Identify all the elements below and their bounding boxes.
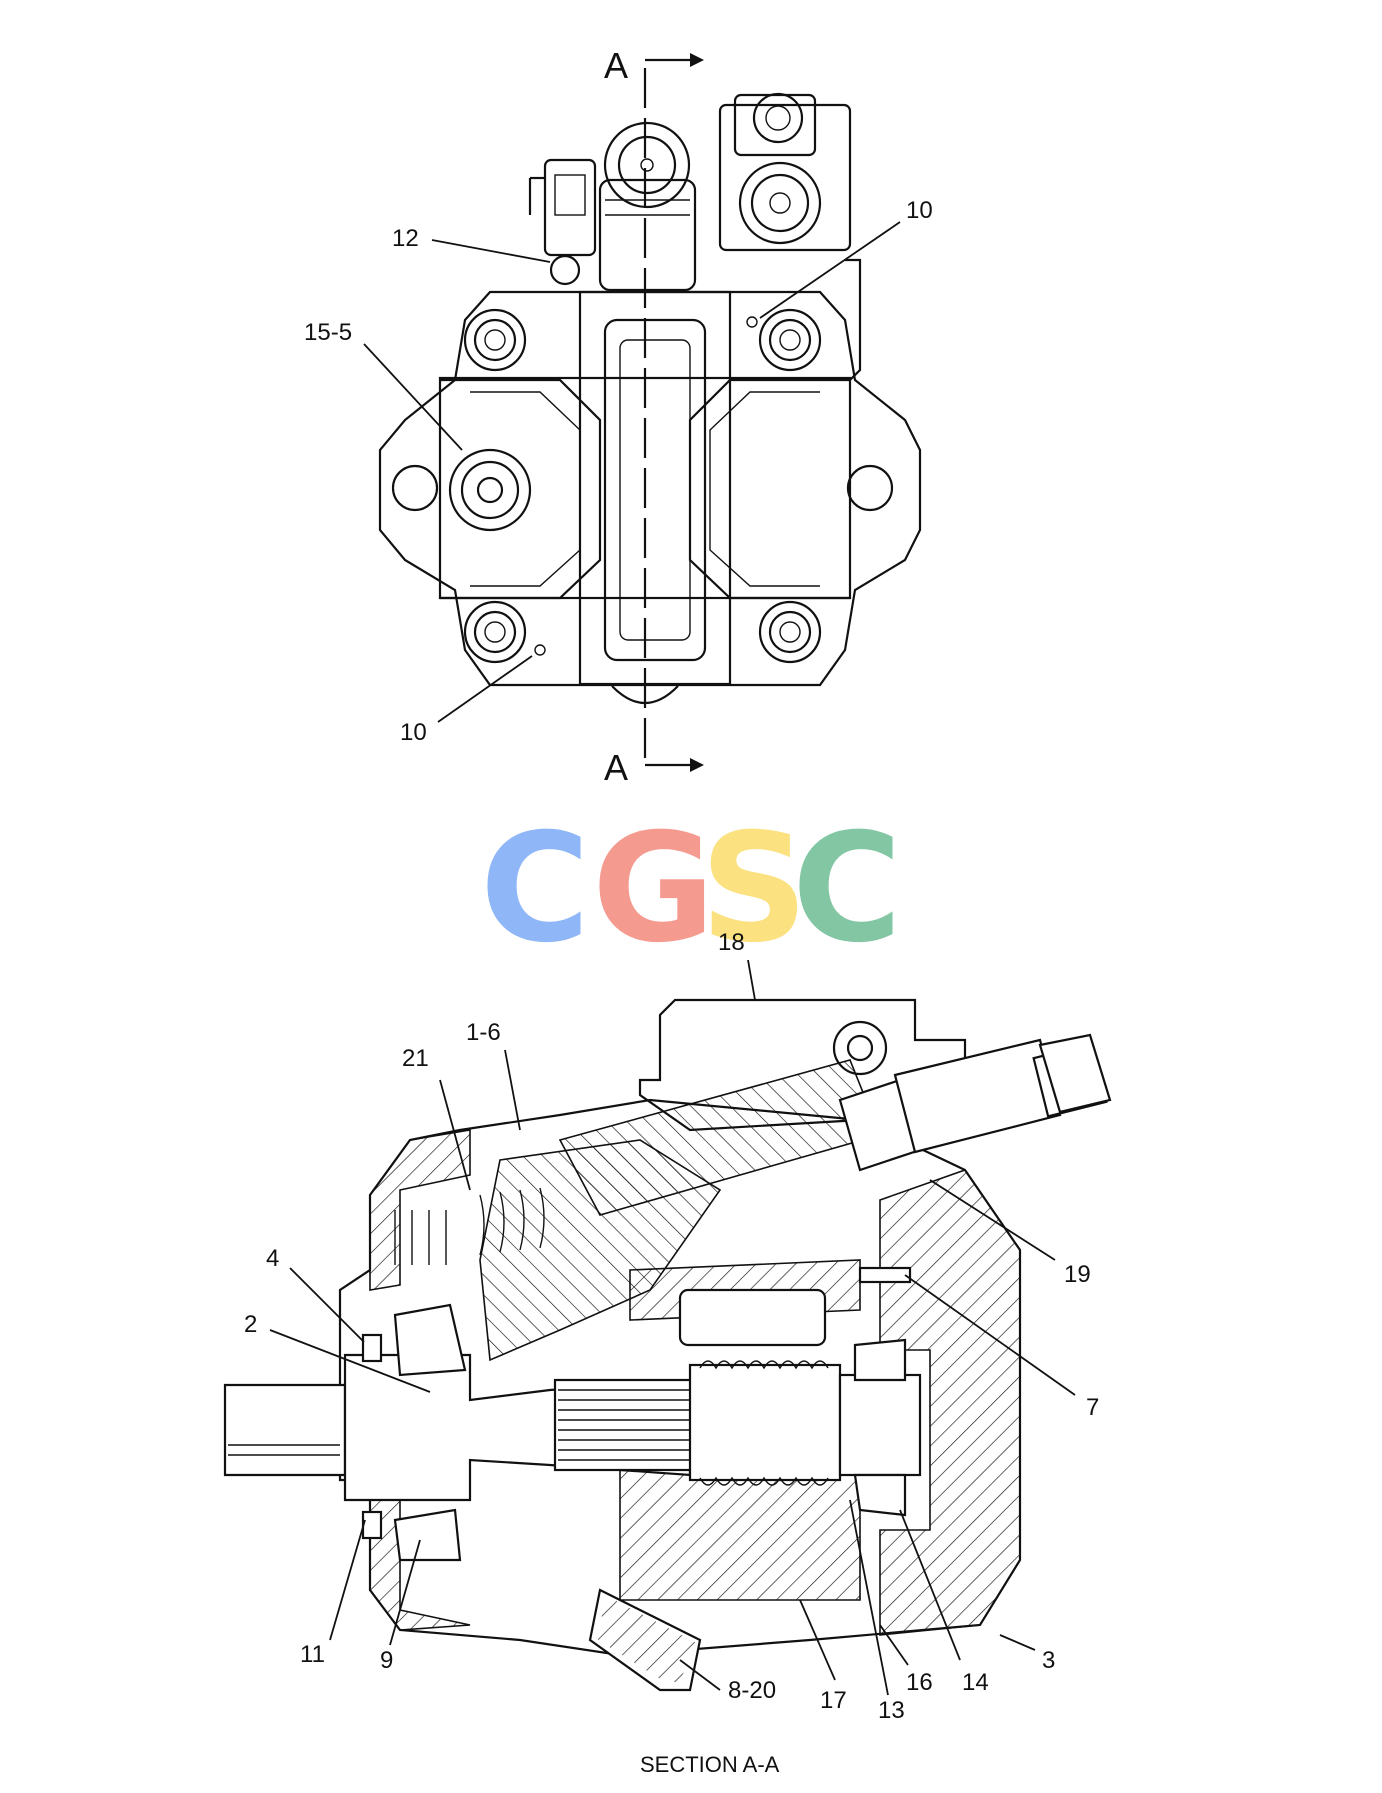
bolt-top-left bbox=[463, 308, 527, 372]
return-springs-right bbox=[479, 1187, 545, 1256]
connector-left bbox=[528, 158, 597, 286]
bolt-bottom-left bbox=[463, 600, 527, 664]
callout-2: 2 bbox=[244, 1311, 257, 1338]
leader-7 bbox=[904, 1274, 1076, 1396]
callout-7: 7 bbox=[1086, 1394, 1099, 1421]
side-port-right bbox=[688, 378, 850, 600]
pin-7 bbox=[858, 1266, 912, 1284]
return-springs-left bbox=[394, 1210, 447, 1265]
pin-top-right bbox=[746, 316, 758, 328]
watermark-letter-1: C bbox=[480, 802, 590, 976]
leader-14 bbox=[899, 1509, 961, 1661]
rear-bearing-race bbox=[838, 1373, 922, 1477]
piston bbox=[678, 1288, 827, 1347]
spline-lines bbox=[558, 1389, 692, 1461]
leader-13 bbox=[849, 1499, 889, 1696]
center-port-inner bbox=[603, 318, 707, 662]
leader-15-5 bbox=[363, 343, 463, 451]
relief-valve-top-right bbox=[718, 92, 852, 252]
leader-16 bbox=[879, 1624, 909, 1666]
callout-12: 12 bbox=[392, 225, 419, 252]
end-cover bbox=[879, 1169, 1021, 1636]
watermark-letter-2: G bbox=[592, 802, 715, 976]
valve-bracket bbox=[845, 258, 862, 381]
front-bearing-top bbox=[393, 1303, 467, 1377]
callout-21: 21 bbox=[402, 1045, 429, 1072]
callout-13: 13 bbox=[878, 1697, 905, 1724]
section-marker-bottom: A bbox=[604, 747, 628, 788]
leader-4 bbox=[289, 1267, 365, 1343]
leader-11 bbox=[329, 1519, 366, 1641]
center-port-block bbox=[578, 290, 732, 686]
barrel-spring-bottom bbox=[699, 1476, 829, 1486]
leader-8-20 bbox=[679, 1659, 721, 1691]
leader-2 bbox=[269, 1329, 431, 1393]
solenoid-connector bbox=[1038, 1033, 1112, 1114]
barrel-spring-top bbox=[699, 1360, 829, 1370]
top-view: A A bbox=[304, 45, 933, 788]
seal-top bbox=[361, 1333, 383, 1363]
end-plate bbox=[438, 376, 852, 600]
watermark-logo: C G S C bbox=[480, 802, 902, 976]
mount-hole-left bbox=[391, 464, 439, 512]
watermark-letter-4: C bbox=[792, 802, 902, 976]
callout-10-top: 10 bbox=[906, 197, 933, 224]
side-port-left bbox=[440, 378, 602, 600]
arrow-head-top bbox=[690, 53, 704, 67]
mount-hole-right bbox=[846, 464, 894, 512]
leader-17 bbox=[799, 1599, 836, 1681]
leader-1-6 bbox=[504, 1049, 521, 1131]
section-marker-top: A bbox=[604, 45, 628, 86]
solenoid-top bbox=[598, 121, 697, 292]
callout-19: 19 bbox=[1064, 1261, 1091, 1288]
section-caption: SECTION A-A bbox=[640, 1752, 780, 1777]
shaft-dome bbox=[611, 685, 679, 705]
callout-18: 18 bbox=[718, 929, 745, 956]
rear-bearing-bottom bbox=[853, 1473, 907, 1517]
bolt-top-right bbox=[758, 308, 822, 372]
callout-11: 11 bbox=[300, 1641, 325, 1668]
callout-8-20: 8-20 bbox=[728, 1677, 776, 1704]
callout-14: 14 bbox=[962, 1669, 989, 1696]
pin-bottom-left bbox=[534, 644, 546, 656]
callout-3: 3 bbox=[1042, 1647, 1055, 1674]
callout-9: 9 bbox=[380, 1647, 393, 1674]
front-bearing-bottom bbox=[393, 1508, 462, 1562]
leader-19 bbox=[929, 1179, 1056, 1261]
leader-18 bbox=[747, 959, 756, 1001]
leader-21 bbox=[439, 1079, 471, 1191]
side-port-left-inner bbox=[470, 391, 581, 587]
section-view: SECTION A-A 18 21 1-6 4 2 19 7 11 9 8-20… bbox=[223, 929, 1112, 1777]
arrow-head-bottom bbox=[690, 758, 704, 772]
solenoid-body bbox=[893, 1038, 1062, 1154]
housing-wall-top-left bbox=[369, 1129, 471, 1291]
input-shaft-stub bbox=[223, 1383, 347, 1477]
port-plug-left bbox=[448, 448, 532, 532]
shaft-spline bbox=[553, 1378, 697, 1472]
leader-12 bbox=[431, 239, 551, 263]
callout-15-5: 15-5 bbox=[304, 319, 352, 346]
bolt-bottom-right bbox=[758, 600, 822, 664]
leader-3 bbox=[999, 1634, 1036, 1651]
housing-outline bbox=[378, 290, 922, 687]
leader-9 bbox=[389, 1539, 421, 1646]
control-plug bbox=[832, 1020, 888, 1076]
callout-1-6: 1-6 bbox=[466, 1019, 501, 1046]
barrel-bore bbox=[688, 1363, 842, 1482]
callout-10-bottom: 10 bbox=[400, 719, 427, 746]
callout-16: 16 bbox=[906, 1669, 933, 1696]
rear-bearing-top bbox=[853, 1338, 907, 1382]
seal-bottom bbox=[361, 1510, 383, 1540]
leader-10-bottom bbox=[437, 655, 533, 723]
leader-10-top bbox=[759, 221, 901, 319]
watermark-letter-3: S bbox=[700, 802, 808, 976]
side-port-right-inner bbox=[709, 391, 820, 587]
callout-17: 17 bbox=[820, 1687, 847, 1714]
center-port-bore bbox=[619, 339, 691, 641]
callout-4: 4 bbox=[266, 1245, 279, 1272]
